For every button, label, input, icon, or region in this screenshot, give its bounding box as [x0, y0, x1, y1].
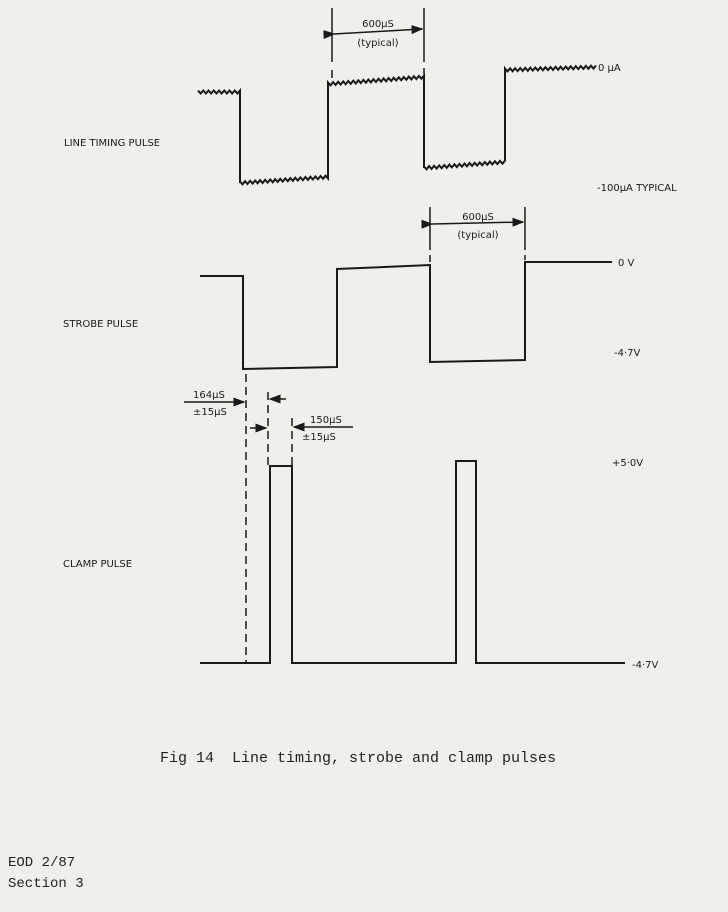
clamp-waveform — [200, 460, 625, 664]
clamp-delay-value: 164µS — [193, 390, 225, 401]
clamp-width-tol: ±15µS — [302, 432, 336, 443]
lt-high-label: 0 µA — [598, 63, 621, 74]
lt-period-value: 600µS — [362, 19, 394, 30]
lt-period-note: (typical) — [357, 38, 398, 49]
clamp-width-value: 150µS — [310, 415, 342, 426]
strobe-period-arrow — [421, 217, 525, 229]
clamp-low-label: -4·7V — [632, 660, 659, 671]
strobe-period-value: 600µS — [462, 212, 494, 223]
doc-reference: EOD 2/87 — [8, 855, 76, 871]
clamp-title: CLAMP PULSE — [63, 559, 132, 570]
lt-title: LINE TIMING PULSE — [64, 138, 160, 149]
line-timing-waveform — [197, 64, 597, 186]
clamp-high-label: +5·0V — [612, 458, 643, 469]
strobe-period-note: (typical) — [457, 230, 498, 241]
strobe-waveform — [200, 261, 612, 371]
strobe-low-label: -4·7V — [614, 348, 641, 359]
strobe-title: STROBE PULSE — [63, 319, 138, 330]
lt-period-arrow — [323, 25, 424, 40]
section-label: Section 3 — [8, 876, 84, 892]
strobe-high-label: 0 V — [618, 258, 635, 269]
clamp-delay-tol: ±15µS — [193, 407, 227, 418]
figure-caption: Fig 14 Line timing, strobe and clamp pul… — [160, 750, 557, 767]
lt-low-label: -100µA TYPICAL — [597, 183, 677, 194]
